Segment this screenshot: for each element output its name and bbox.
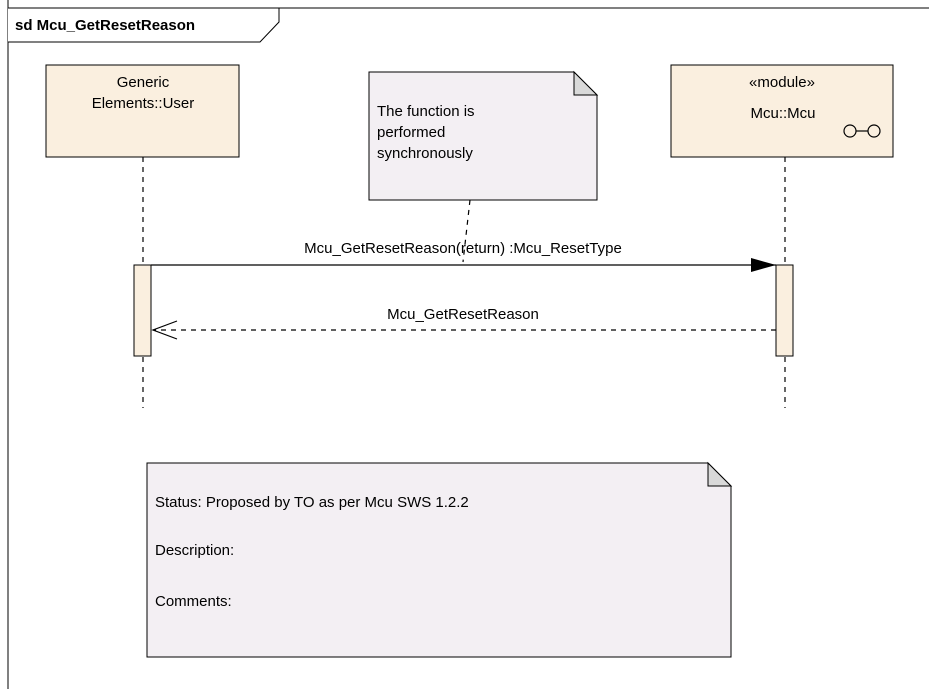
note-status-fold <box>707 461 733 487</box>
message-return-label: Mcu_GetResetReason <box>387 306 539 323</box>
lifeline-user-head[interactable] <box>45 64 240 158</box>
note-status[interactable]: Status: Proposed by TO as per Mcu SWS 1.… <box>146 461 733 658</box>
lifeline-mcu-stereotype: «module» <box>749 74 815 91</box>
message-call[interactable]: Mcu_GetResetReason(return) :Mcu_ResetTyp… <box>151 240 776 272</box>
activation-bar-mcu <box>775 264 794 357</box>
note-synchronous-body[interactable] <box>368 71 598 201</box>
lifeline-mcu-label: Mcu::Mcu <box>750 105 815 122</box>
note-synchronous-line1: The function is <box>377 103 475 120</box>
lifeline-user-label-line2: Elements::User <box>92 95 195 112</box>
note-synchronous-line3: synchronously <box>377 145 473 162</box>
diagram-frame: sd Mcu_GetResetReason <box>7 0 929 689</box>
note-comments-line: Comments: <box>155 593 232 610</box>
message-return[interactable]: Mcu_GetResetReason <box>151 306 776 340</box>
lifeline-user[interactable]: Generic Elements::User <box>45 64 240 408</box>
note-synchronous[interactable]: The function is performed synchronously <box>368 70 599 263</box>
return-arrowhead <box>151 320 178 340</box>
note-synchronous-connector <box>462 199 471 263</box>
lifeline-mcu[interactable]: «module» Mcu::Mcu <box>670 64 894 408</box>
note-synchronous-line2: performed <box>377 124 445 141</box>
frame-title: sd Mcu_GetResetReason <box>15 17 195 34</box>
note-synchronous-fold <box>573 70 599 96</box>
lifeline-user-label-line1: Generic <box>117 74 170 91</box>
note-description-line: Description: <box>155 542 234 559</box>
activation-bar-user <box>133 264 152 357</box>
lifeline-mcu-head[interactable] <box>670 64 894 158</box>
message-call-label: Mcu_GetResetReason(return) :Mcu_ResetTyp… <box>304 240 622 257</box>
frame-title-tab <box>8 7 280 43</box>
note-status-line: Status: Proposed by TO as per Mcu SWS 1.… <box>155 494 469 511</box>
component-link-icon <box>843 124 881 138</box>
note-status-body[interactable] <box>146 462 732 658</box>
